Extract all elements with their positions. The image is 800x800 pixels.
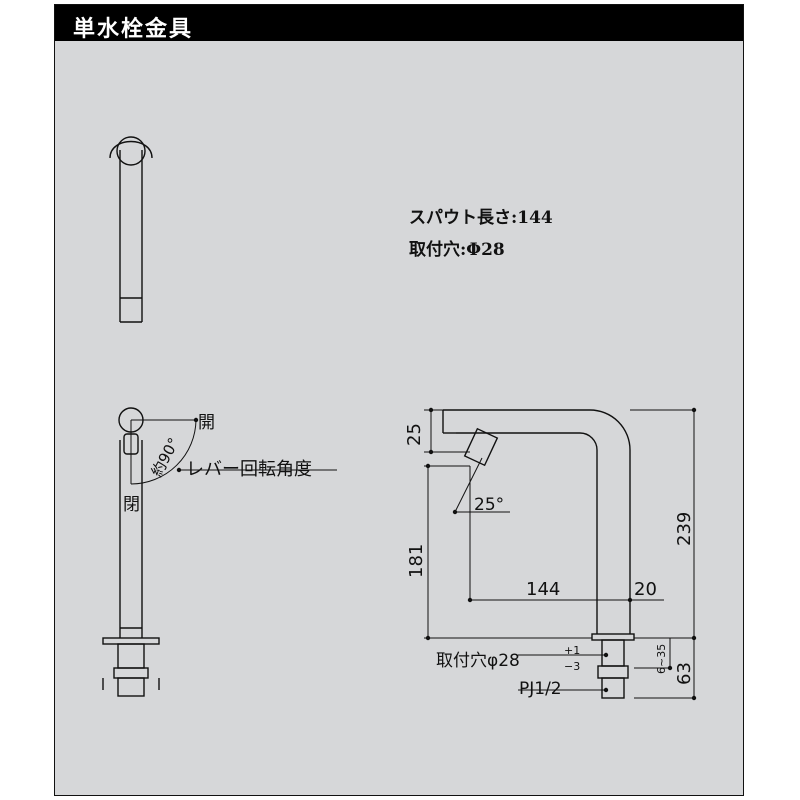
angle-label: 約90° [148, 435, 183, 480]
page-title: 単水栓金具 [73, 16, 194, 42]
mounting-hole-spec: 取付穴:Φ28 [409, 240, 505, 260]
dim-25: 25 [404, 423, 425, 446]
top-view [109, 136, 153, 323]
dim-25deg: 25° [474, 495, 504, 515]
dim-181: 181 [406, 544, 427, 578]
dim-239: 239 [674, 512, 695, 546]
dimension-dots [176, 407, 697, 701]
header-bar: 単水栓金具 [55, 5, 743, 42]
thread-label: PJ1/2 [519, 679, 562, 699]
hole-tol-minus: −3 [564, 660, 580, 673]
open-label: 開 [198, 413, 215, 433]
spout-length-spec: スパウト長さ:144 [409, 208, 553, 228]
front-view [424, 409, 696, 699]
closed-label: 閉 [123, 495, 140, 515]
drawing-panel: 単水栓金具 スパウト長さ:144 取付穴:Φ28 [54, 4, 744, 796]
dim-144: 144 [526, 579, 560, 600]
hole-tol-plus: +1 [564, 644, 580, 657]
dim-20: 20 [634, 579, 657, 600]
side-view [102, 407, 337, 697]
dim-63: 63 [674, 662, 695, 685]
mounting-hole-label: 取付穴φ28 [436, 651, 520, 671]
dim-6-35: 6~35 [655, 644, 668, 674]
lever-rotation-label: レバー回転角度 [186, 459, 312, 480]
